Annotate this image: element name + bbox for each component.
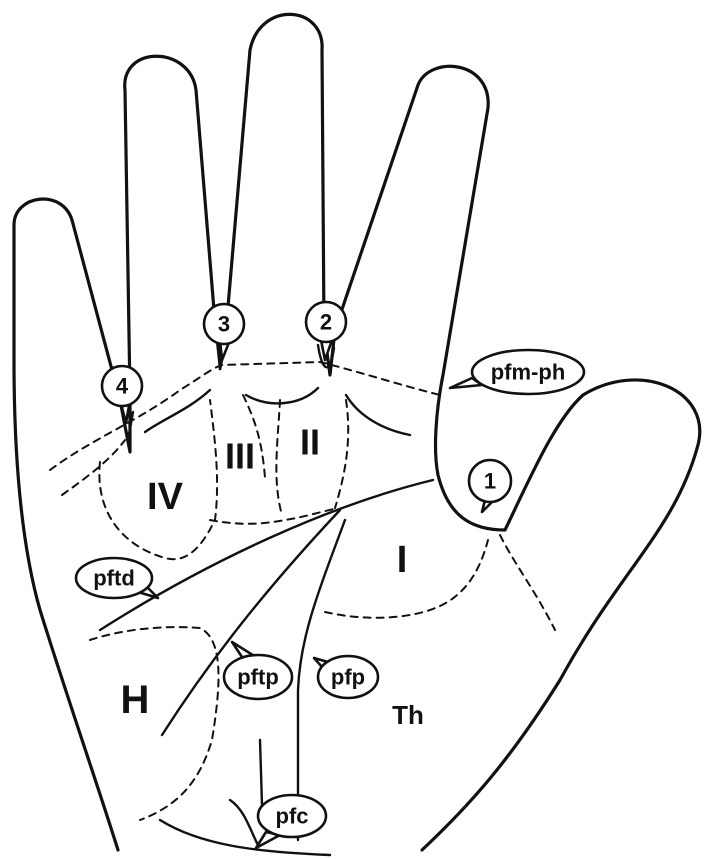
region-th-label: Th: [392, 700, 424, 730]
finger-base-arc-2: [346, 395, 410, 435]
interdigital-1-label: 1: [484, 469, 496, 494]
crease-callout-pfp: pfp: [314, 656, 378, 698]
region-ii-label: II: [300, 422, 320, 463]
region-i-label: I: [397, 539, 408, 581]
crease-callout-pftp: pftp: [224, 642, 292, 699]
interdigital-callout-3: 3: [204, 304, 244, 360]
hand-outline: [14, 14, 700, 850]
crease-callout-pfm-ph: pfm-ph: [450, 350, 584, 394]
interdigital-callout-1: 1: [469, 460, 511, 512]
boundary-ii-right: [335, 400, 348, 508]
pftp-label: pftp: [237, 665, 279, 690]
finger-base-arc-3: [246, 388, 318, 403]
crease-callout-pfc: pfc: [256, 795, 326, 848]
interdigital-4-label: 4: [116, 374, 129, 399]
wrist-crease-3: [230, 800, 258, 845]
interdigital-callout-2: 2: [306, 302, 346, 360]
pftd-label: pftd: [93, 566, 135, 591]
interdigital-3-label: 3: [218, 312, 230, 337]
pfp-label: pfp: [331, 665, 365, 690]
crease-callout-pftd: pftd: [76, 558, 158, 598]
interdigital-2-label: 2: [320, 310, 332, 335]
pfc-label: pfc: [276, 804, 309, 829]
proximal-transverse-crease: [162, 510, 340, 735]
region-h-label: H: [121, 678, 150, 722]
region-iii-label: III: [225, 436, 255, 477]
boundary-i-right: [500, 535, 555, 630]
boundary-iv-top: [62, 440, 125, 495]
finger-base-arc-4: [145, 390, 210, 432]
wrist-crease-2: [260, 740, 262, 805]
boundary-h: [90, 627, 219, 820]
boundary-ii-left: [276, 400, 282, 515]
region-iv-label: IV: [147, 476, 184, 518]
pfm-ph-label: pfm-ph: [491, 360, 566, 385]
